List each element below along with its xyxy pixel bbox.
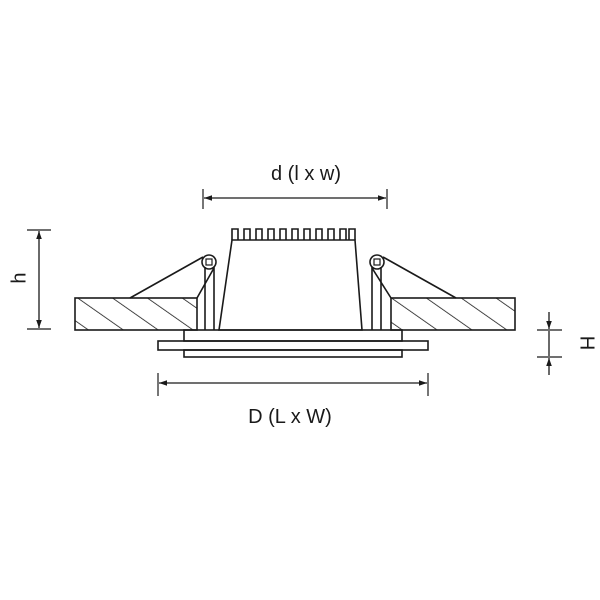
spring-pivot-right (369, 254, 385, 270)
label-outer-dimension: D (L x W) (248, 406, 332, 428)
trim-frame (157, 340, 429, 351)
ceiling-panel-left (74, 297, 198, 331)
spring-arm-left (129, 256, 215, 299)
heatsink-ribs (231, 228, 356, 240)
spring-pin-left (205, 258, 213, 266)
label-recess-height: h (8, 272, 30, 283)
spring-pivot-left (201, 254, 217, 270)
lamp-housing (218, 239, 363, 331)
label-inner-dimension: d (l x w) (271, 163, 341, 185)
ceiling-panel-right (390, 297, 516, 331)
label-visible-height: H (576, 336, 598, 350)
trim-top (183, 329, 403, 342)
trim-bottom (183, 349, 403, 358)
spring-arm-right (371, 256, 457, 299)
spring-pin-right (373, 258, 381, 266)
